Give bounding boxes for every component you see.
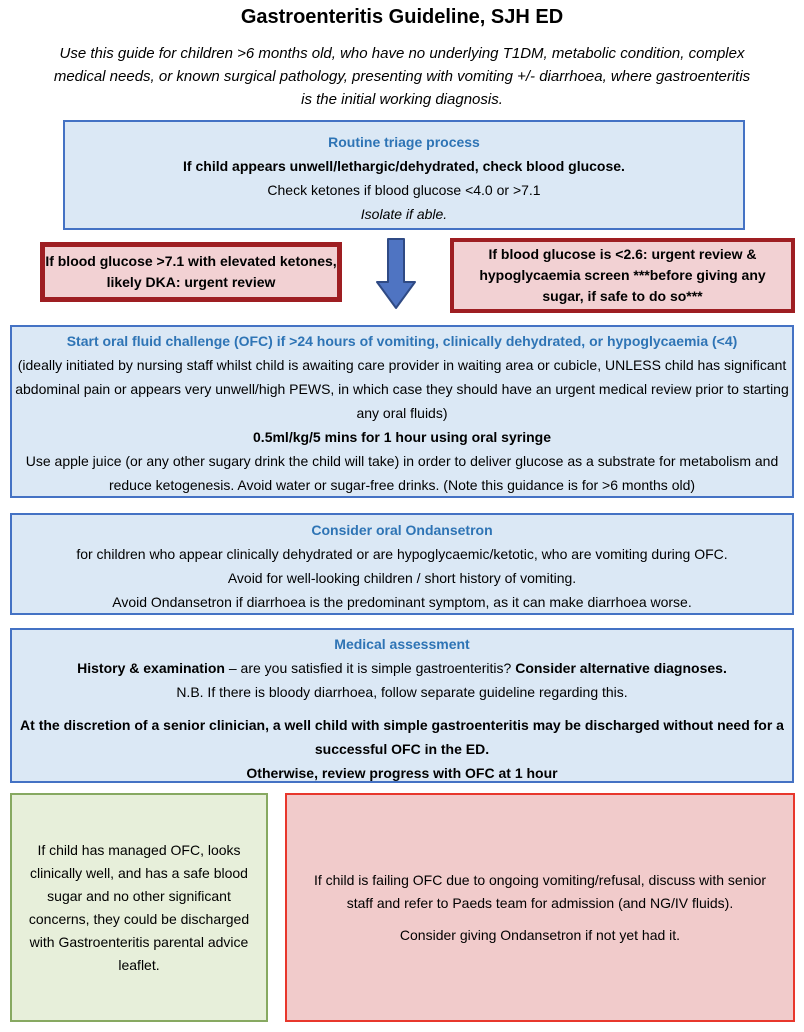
ofc-text: (ideally initiated by nursing staff whil… <box>14 353 790 497</box>
paragraph: (ideally initiated by nursing staff whil… <box>15 357 789 421</box>
dka-alert-box: If blood glucose >7.1 with elevated keto… <box>40 242 342 302</box>
admission-outcome-text: If child is failing OFC due to ongoing v… <box>299 869 781 947</box>
paragraph: If blood glucose is <2.6: urgent review … <box>479 246 766 304</box>
triage-box: Routine triage process If child appears … <box>63 120 745 230</box>
paragraph: If child has managed OFC, looks clinical… <box>28 841 250 973</box>
paragraph: Check ketones if blood glucose <4.0 or >… <box>267 182 541 198</box>
medical-assessment-heading: Medical assessment <box>334 636 470 652</box>
ondansetron-text: for children who appear clinically dehyd… <box>12 542 792 614</box>
medical-assessment-text: History & examination – are you satisfie… <box>12 656 792 785</box>
oral-fluid-challenge-box: Start oral fluid challenge (OFC) if >24 … <box>10 325 794 498</box>
paragraph: Consider giving Ondansetron if not yet h… <box>399 926 681 943</box>
paragraph: At the discretion of a senior clinician,… <box>20 717 784 757</box>
paragraph: Avoid for well-looking children / short … <box>227 570 577 586</box>
paragraph: Avoid Ondansetron if diarrhoea is the pr… <box>112 594 692 610</box>
paragraph: Use apple juice (or any other sugary dri… <box>25 453 779 493</box>
hypoglycaemia-alert-text: If blood glucose is <2.6: urgent review … <box>458 244 787 307</box>
down-arrow-icon <box>376 238 416 315</box>
ofc-heading: Start oral fluid challenge (OFC) if >24 … <box>66 333 738 349</box>
paragraph: N.B. If there is bloody diarrhoea, follo… <box>176 684 628 700</box>
paragraph: If child is failing OFC due to ongoing v… <box>313 871 767 911</box>
paragraph: Use this guide for children >6 months ol… <box>53 45 751 108</box>
paragraph: Otherwise, review progress with OFC at 1… <box>246 765 558 781</box>
paragraph: for children who appear clinically dehyd… <box>76 546 728 562</box>
paragraph: If child appears unwell/lethargic/dehydr… <box>183 158 625 174</box>
paragraph: If blood glucose >7.1 with elevated keto… <box>45 253 337 290</box>
triage-text: If child appears unwell/lethargic/dehydr… <box>65 154 743 226</box>
paragraph: 0.5ml/kg/5 mins for 1 hour using oral sy… <box>253 429 551 445</box>
discharge-outcome-box: If child has managed OFC, looks clinical… <box>10 793 268 1022</box>
hypoglycaemia-alert-box: If blood glucose is <2.6: urgent review … <box>450 238 795 313</box>
page-title: Gastroenteritis Guideline, SJH ED <box>240 6 564 28</box>
paragraph: Isolate if able. <box>360 206 448 222</box>
intro-text: Use this guide for children >6 months ol… <box>52 42 752 111</box>
ondansetron-box: Consider oral Ondansetron for children w… <box>10 513 794 615</box>
medical-assessment-box: Medical assessment History & examination… <box>10 628 794 783</box>
dka-alert-text: If blood glucose >7.1 with elevated keto… <box>45 251 337 293</box>
discharge-outcome-text: If child has managed OFC, looks clinical… <box>22 839 256 977</box>
paragraph: History & examination – are you satisfie… <box>77 660 727 676</box>
triage-heading: Routine triage process <box>328 134 480 150</box>
admission-outcome-box: If child is failing OFC due to ongoing v… <box>285 793 795 1022</box>
ondansetron-heading: Consider oral Ondansetron <box>311 522 493 538</box>
